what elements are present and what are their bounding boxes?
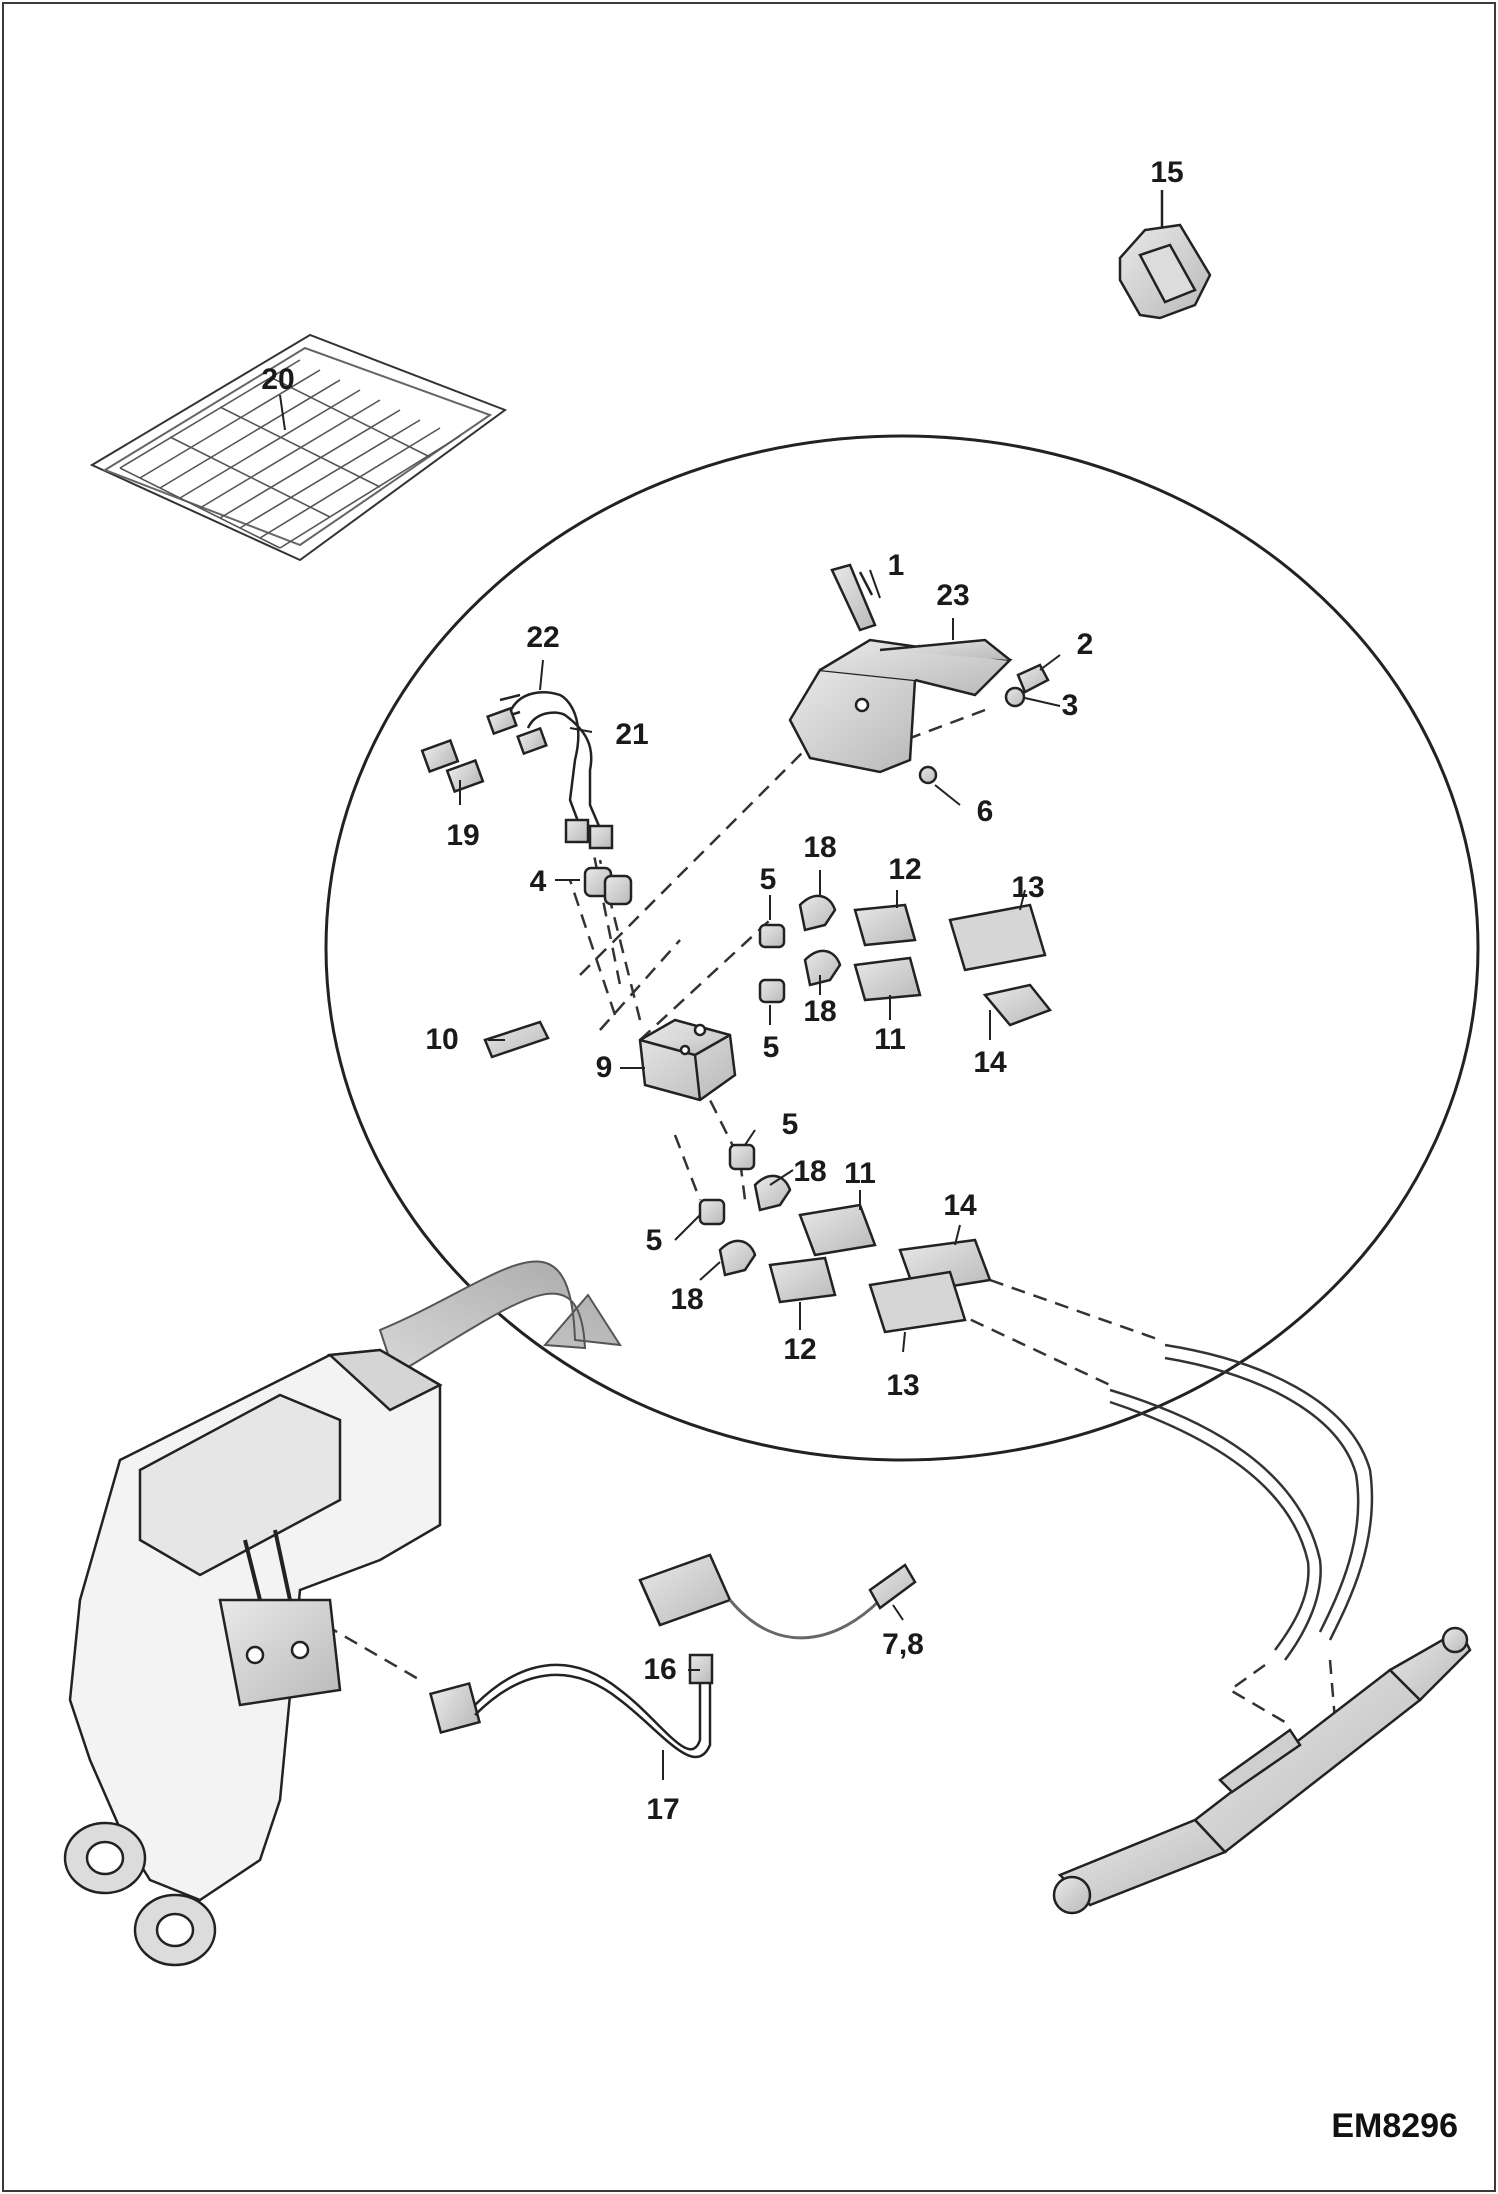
callout-10: 10 <box>425 1023 459 1056</box>
upper-coupler-set <box>758 894 1053 1027</box>
callout-17: 17 <box>646 1793 680 1826</box>
callout-5-upper-a: 5 <box>759 863 777 896</box>
callout-3: 3 <box>1061 689 1079 722</box>
callout-14-upper: 14 <box>973 1046 1007 1079</box>
callout-18-upper-b: 18 <box>803 995 837 1028</box>
callout-2: 2 <box>1076 628 1094 661</box>
item-4-adapters <box>583 866 633 906</box>
callout-19: 19 <box>446 819 480 852</box>
callout-13-upper: 13 <box>1011 871 1045 904</box>
callout-4: 4 <box>529 865 547 898</box>
callout-23: 23 <box>936 579 970 612</box>
item-15-switch <box>1118 190 1212 320</box>
lower-coupler-set <box>698 1143 992 1334</box>
callout-18-lower-a: 18 <box>793 1155 827 1188</box>
callout-6: 6 <box>976 795 994 828</box>
callout-20: 20 <box>261 363 295 396</box>
callout-16: 16 <box>643 1653 677 1686</box>
item-9-valve-block <box>638 1018 737 1102</box>
hoses-to-cylinder <box>1109 1343 1374 1661</box>
callout-18-lower-b: 18 <box>670 1283 704 1316</box>
item-10-tag <box>483 1020 550 1059</box>
callout-18-upper-a: 18 <box>803 831 837 864</box>
detail-circle <box>324 434 1480 1462</box>
callout-leaders <box>459 569 1061 1780</box>
callout-7-8: 7,8 <box>882 1628 924 1661</box>
boom-arm <box>63 1348 443 1967</box>
callout-1: 1 <box>887 549 905 582</box>
callout-13-lower: 13 <box>886 1369 920 1402</box>
detail-arrow-shape <box>378 1260 622 1377</box>
item-20-decal-sheet <box>89 333 508 562</box>
callout-12-upper: 12 <box>888 853 922 886</box>
callout-11-lower: 11 <box>844 1157 876 1190</box>
callout-21: 21 <box>615 718 649 751</box>
callout-5-lower-a: 5 <box>781 1108 799 1141</box>
callout-5-upper-b: 5 <box>762 1031 780 1064</box>
callout-5-lower-b: 5 <box>645 1224 663 1257</box>
dashed-leaders <box>324 644 1337 1727</box>
callout-15: 15 <box>1150 156 1184 189</box>
items-19-21-22-tubes <box>420 691 614 850</box>
items-7-8-terminal-box <box>638 1553 917 1640</box>
callout-14-lower: 14 <box>943 1189 977 1222</box>
item-1-bolt <box>830 563 877 632</box>
callout-11-upper: 11 <box>874 1023 906 1056</box>
callout-12-lower: 12 <box>783 1333 817 1366</box>
items-16-17-harness <box>428 1653 714 1759</box>
callout-22: 22 <box>526 621 560 654</box>
hydraulic-cylinder <box>1052 1626 1472 1915</box>
drawing-code: EM8296 <box>1331 2107 1458 2145</box>
item-23-bracket <box>788 638 1013 774</box>
callout-9: 9 <box>595 1051 613 1084</box>
items-2-3-6-hardware <box>918 663 1050 785</box>
